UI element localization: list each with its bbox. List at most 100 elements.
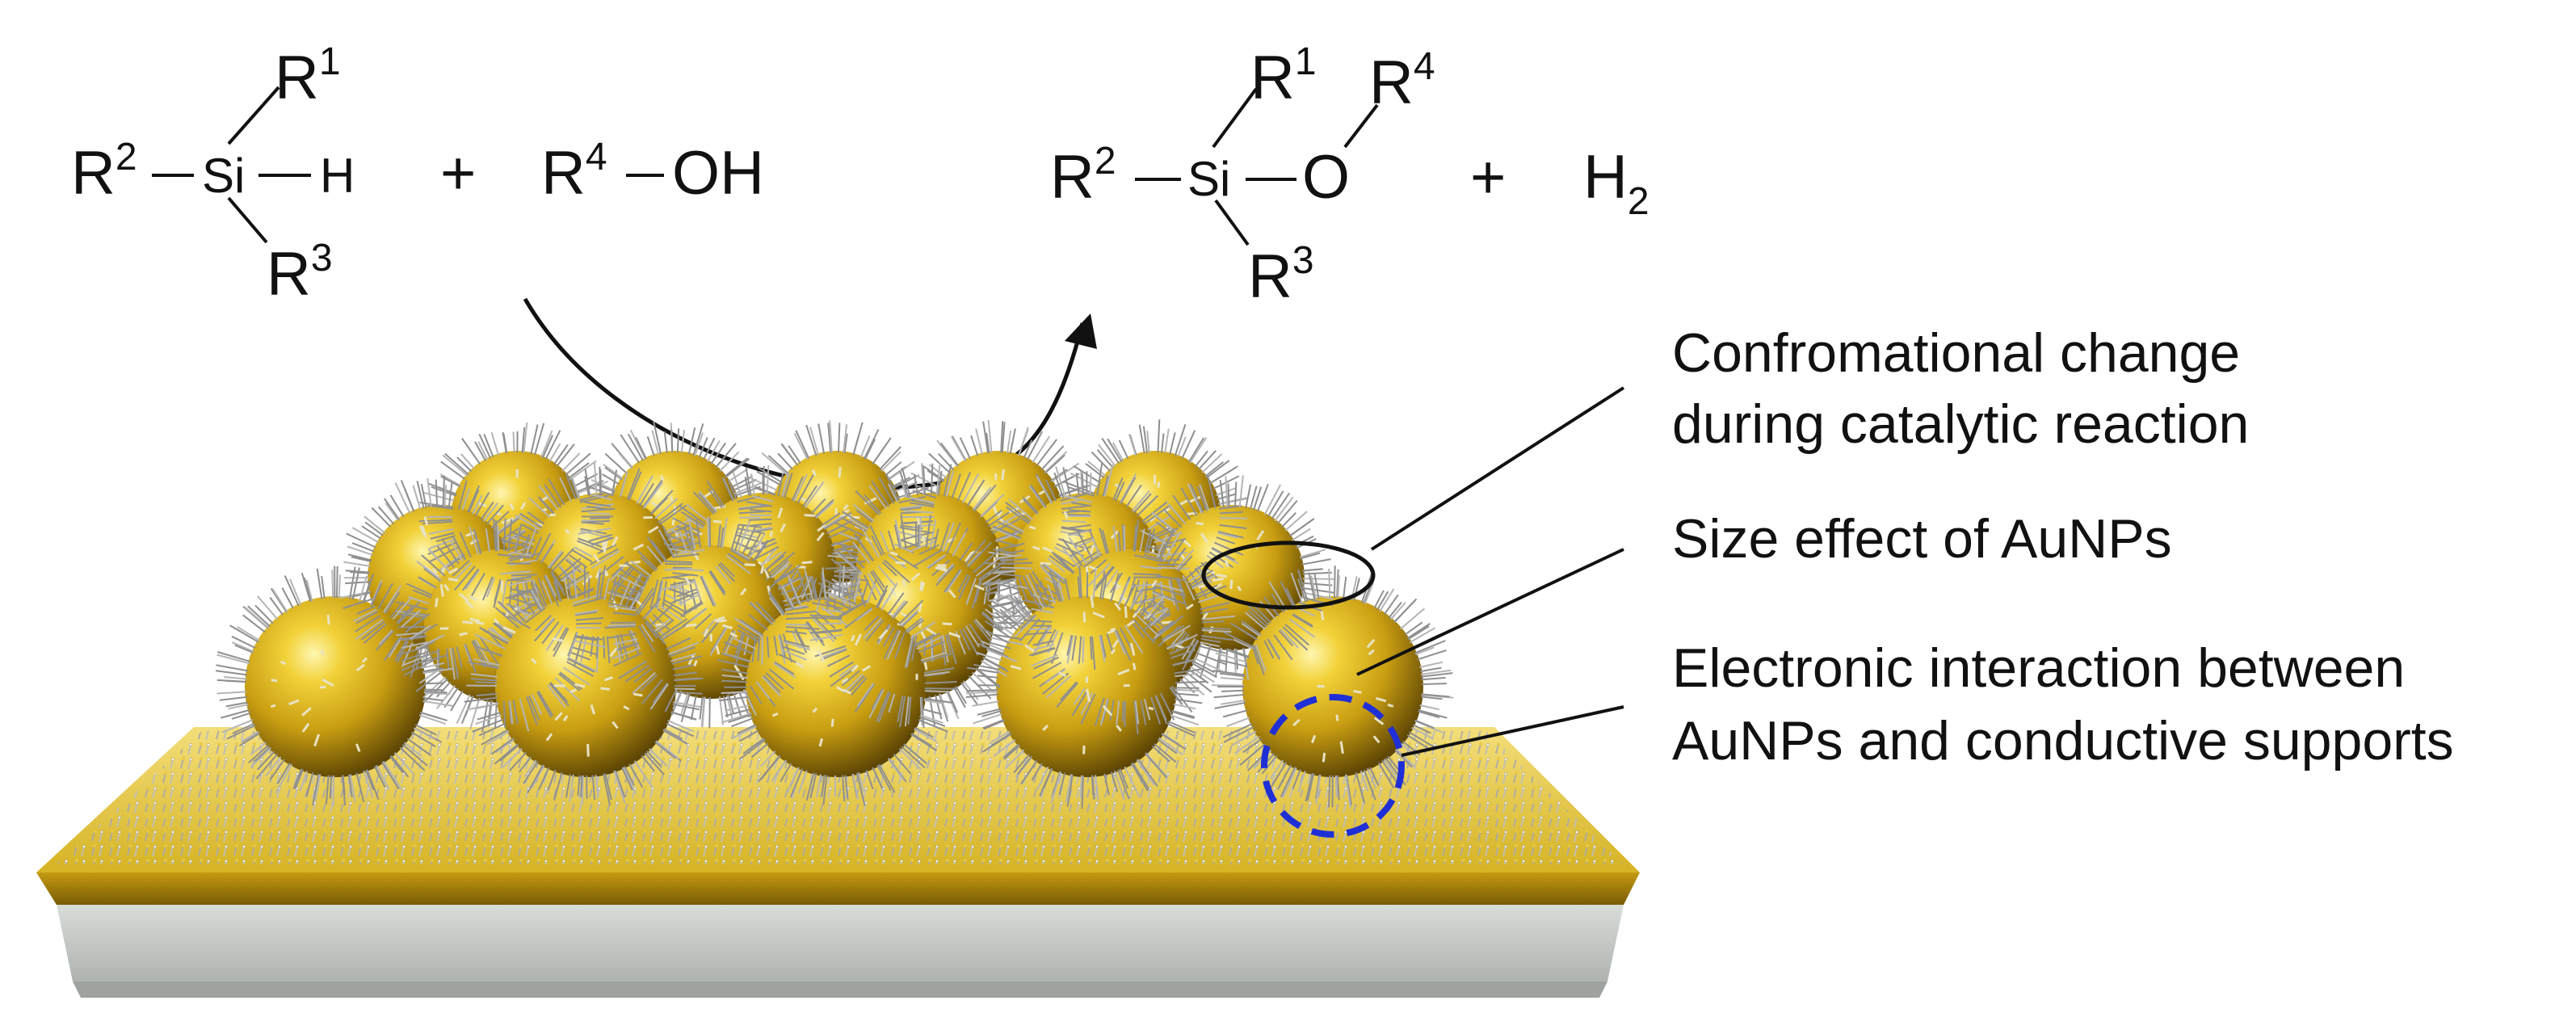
ligand-strand	[739, 729, 759, 742]
ligand-strand	[556, 444, 575, 467]
ligand-strand	[914, 474, 919, 496]
ligand-strand	[1267, 490, 1284, 517]
ligand-strand	[863, 617, 882, 640]
ligand-strand	[719, 451, 740, 472]
ligand-strand	[590, 548, 619, 565]
ligand-strand	[1288, 618, 1316, 638]
ligand-strand	[1119, 768, 1129, 789]
ligand-strand	[781, 472, 790, 498]
ligand-strand	[688, 519, 696, 549]
ligand-strand	[931, 463, 934, 495]
ligand-strand	[420, 654, 448, 664]
ligand-strand	[1373, 590, 1385, 609]
ligand-stub	[901, 578, 906, 586]
ligand-strand	[1201, 453, 1223, 473]
ligand-strand	[748, 518, 772, 521]
ligand-strand	[449, 647, 456, 680]
ligand-strand	[765, 559, 789, 581]
ligand-strand	[1080, 471, 1083, 495]
ligand-strand	[809, 633, 843, 641]
ligand-strand	[1412, 724, 1431, 734]
ligand-strand	[500, 570, 532, 575]
ligand-strand	[401, 641, 428, 650]
ligand-strand	[771, 759, 788, 782]
ligand-stub	[1339, 741, 1344, 755]
ligand-strand	[1019, 614, 1036, 630]
ligand-strand	[1419, 661, 1443, 668]
ligand-strand	[752, 495, 774, 502]
ligand-strand	[923, 698, 955, 704]
ligand-strand	[578, 527, 611, 536]
ligand-strand	[401, 743, 428, 767]
ligand-strand	[721, 674, 748, 679]
ligand-strand	[1277, 764, 1292, 790]
ligand-strand	[1297, 771, 1306, 793]
ligand-strand	[1013, 595, 1032, 618]
ligand-strand	[662, 574, 693, 579]
ligand-strand	[612, 637, 638, 645]
ligand-strand	[1192, 660, 1215, 674]
ligand-stub	[421, 525, 427, 538]
ligand-stub	[313, 734, 321, 746]
ligand-strand	[965, 691, 998, 695]
ligand-strand	[738, 511, 766, 515]
ligand-strand	[774, 661, 795, 675]
ligand-strand	[923, 671, 950, 676]
ligand-strand	[1171, 547, 1187, 567]
plus-sign-1: +	[440, 139, 476, 208]
ligand-strand	[265, 756, 282, 777]
label-size-effect: Size effect of AuNPs	[1672, 508, 2172, 570]
ligand-strand	[750, 523, 772, 527]
ligand-strand	[553, 628, 569, 658]
ligand-strand	[827, 654, 851, 667]
ligand-strand	[1153, 532, 1183, 544]
ligand-strand	[1036, 583, 1059, 596]
ligand-strand	[865, 619, 885, 642]
ligand-strand	[680, 429, 685, 453]
ligand-strand	[999, 573, 1023, 578]
ligand-stub	[777, 507, 784, 519]
ligand-strand	[394, 640, 408, 662]
ligand-strand	[816, 774, 822, 797]
ligand-strand	[909, 540, 938, 553]
ligand-strand	[628, 585, 644, 610]
ligand-strand	[708, 696, 711, 729]
ligand-strand	[1369, 767, 1380, 786]
ligand-strand	[822, 512, 841, 527]
ligand-strand	[345, 570, 370, 574]
ligand-strand	[478, 722, 506, 737]
ligand-strand	[351, 556, 372, 562]
ligand-strand	[995, 532, 1019, 542]
ligand-strand	[1103, 464, 1114, 498]
ligand-strand	[1154, 743, 1177, 763]
ligand-strand	[1166, 722, 1196, 737]
ligand-stub	[684, 576, 691, 585]
ligand-strand	[247, 605, 271, 628]
ligand-strand	[824, 600, 847, 616]
ligand-strand	[1120, 477, 1137, 504]
ligand-strand	[898, 599, 924, 625]
ligand-strand	[1157, 419, 1161, 453]
ligand-strand	[1131, 582, 1162, 587]
ligand-strand	[1278, 629, 1294, 646]
ligand-strand	[759, 750, 776, 767]
ligand-stub	[458, 592, 469, 602]
ligand-strand	[959, 629, 971, 651]
ligand-strand	[1128, 433, 1137, 456]
ligand-strand	[957, 574, 969, 593]
ligand-stub	[1040, 561, 1051, 565]
ligand-strand	[570, 478, 579, 499]
ligand-strand	[970, 435, 979, 456]
ligand-strand	[731, 717, 754, 728]
ligand-strand	[749, 532, 767, 559]
ligand-strand	[674, 691, 703, 695]
ligand-strand	[1188, 437, 1205, 463]
ligand-strand	[321, 575, 326, 599]
ligand-strand	[950, 435, 967, 462]
ligand-strand	[1124, 624, 1144, 654]
ligand-strand	[1046, 629, 1057, 648]
ligand-strand	[698, 437, 708, 458]
ligand-stub	[804, 514, 816, 517]
ligand-strand	[1095, 565, 1114, 588]
ligand-strand	[905, 634, 914, 668]
